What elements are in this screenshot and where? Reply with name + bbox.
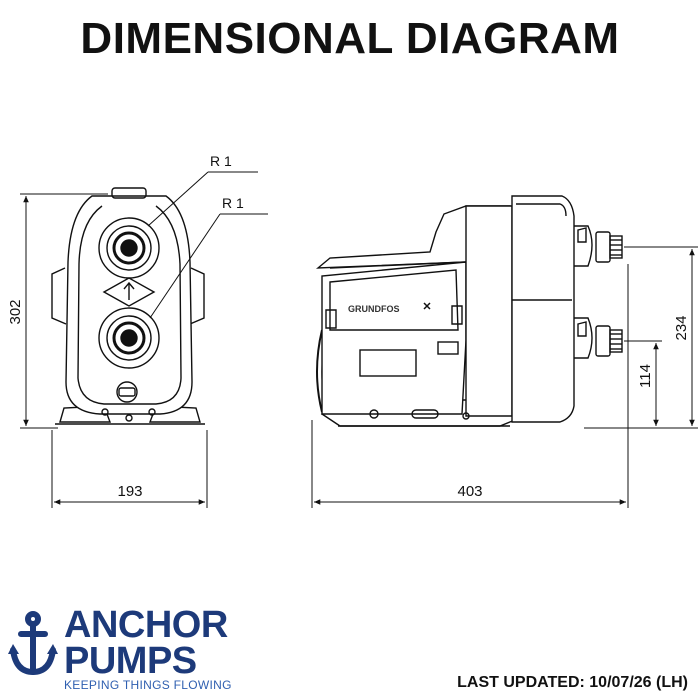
height-dimension bbox=[20, 193, 108, 429]
radius-leaders bbox=[147, 171, 268, 319]
inlet-height-value: 114 bbox=[637, 364, 654, 388]
outlet-height-value: 234 bbox=[673, 315, 690, 340]
logo-word-pumps: PUMPS bbox=[64, 640, 197, 682]
page-title: DIMENSIONAL DIAGRAM bbox=[80, 14, 620, 63]
front-view bbox=[51, 187, 205, 425]
width-dimension bbox=[51, 430, 208, 508]
height-value: 302 bbox=[7, 299, 24, 324]
anchor-icon bbox=[8, 611, 58, 676]
length-value: 403 bbox=[457, 483, 482, 500]
brand-x-icon bbox=[423, 302, 431, 310]
side-view bbox=[315, 195, 623, 427]
length-dimension bbox=[311, 264, 629, 508]
anchor-pumps-logo: ANCHOR PUMPS KEEPING THINGS FLOWING bbox=[8, 604, 258, 694]
logo-word-anchor: ANCHOR bbox=[64, 604, 228, 646]
width-value: 193 bbox=[117, 483, 142, 500]
last-updated: LAST UPDATED: 10/07/26 (LH) bbox=[457, 674, 688, 691]
brand-marking: GRUNDFOS bbox=[348, 304, 400, 314]
outlet-height-dimension bbox=[584, 246, 698, 429]
radius-label-upper: R 1 bbox=[210, 153, 232, 169]
logo-tagline: KEEPING THINGS FLOWING bbox=[64, 678, 232, 692]
radius-label-lower: R 1 bbox=[222, 195, 244, 211]
